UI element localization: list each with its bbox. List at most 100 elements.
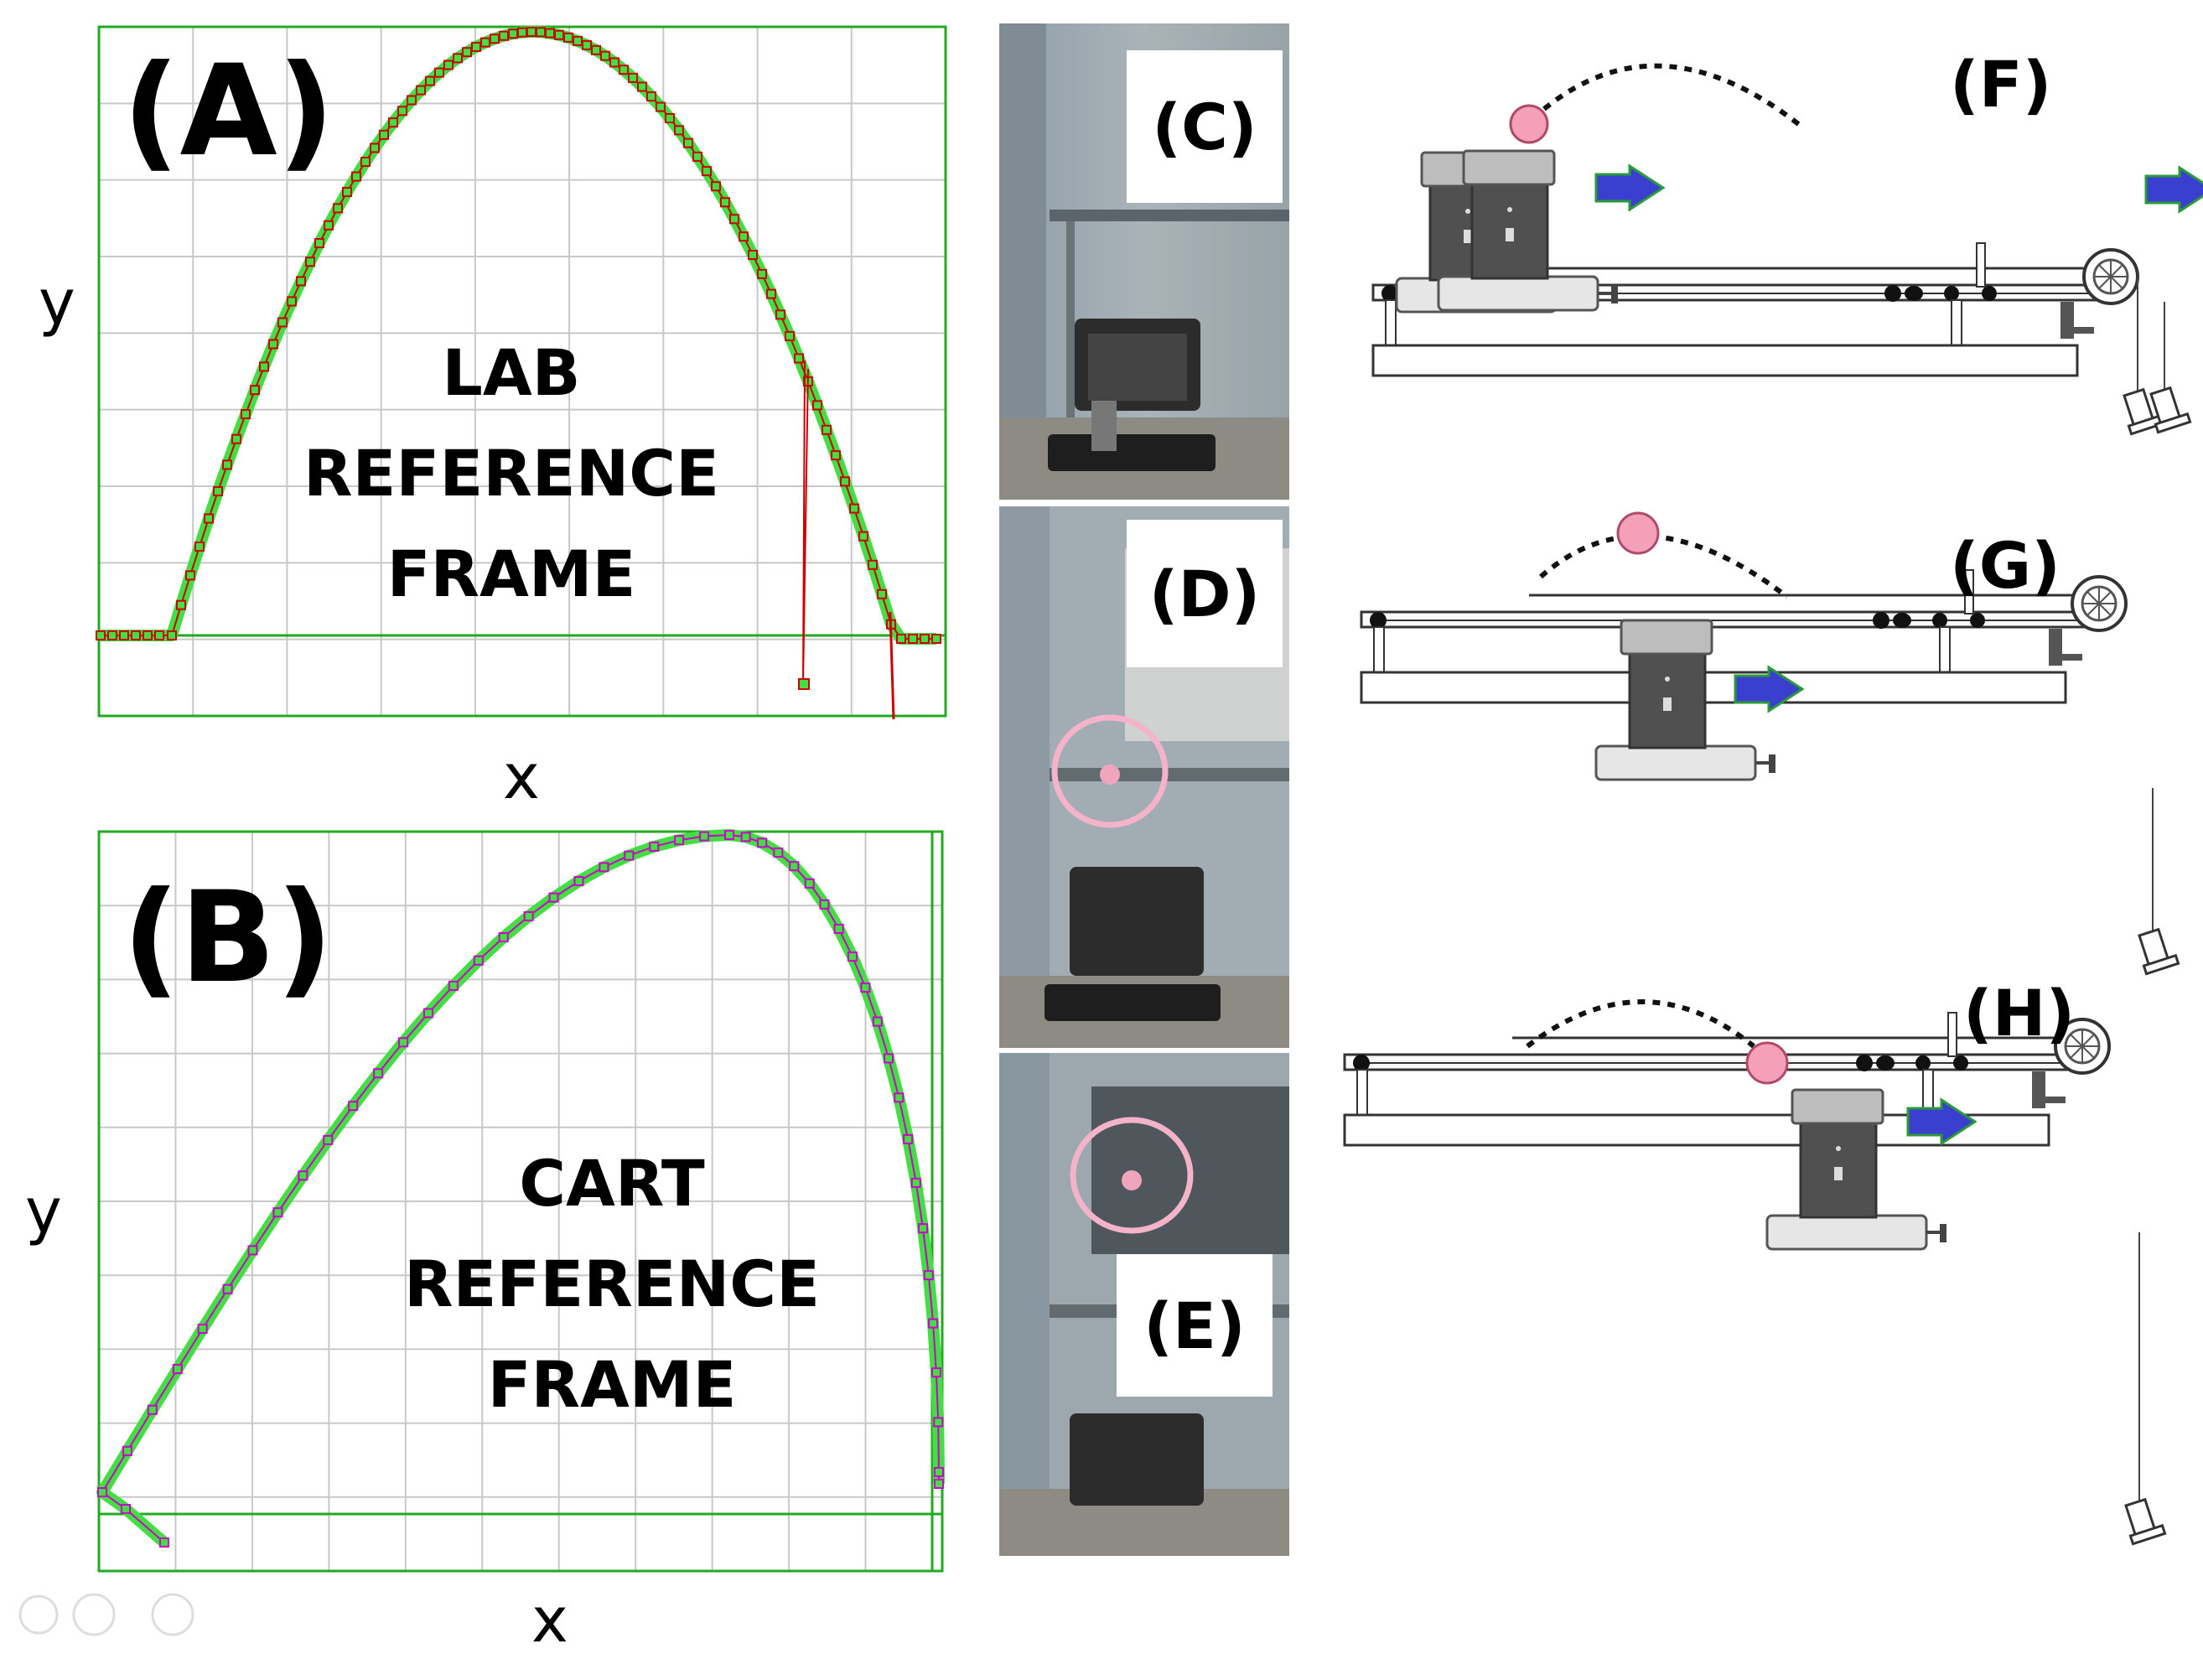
trajectory-marker xyxy=(422,1008,433,1019)
cart-frame-label: CART REFERENCE FRAME xyxy=(369,1133,855,1435)
panel-e-label-box: (E) xyxy=(1117,1254,1273,1397)
panel-d-label-box: (D) xyxy=(1127,520,1283,667)
launcher-icon xyxy=(1044,867,1221,1021)
panel-b-label: (B) xyxy=(122,865,334,1011)
trajectory-marker xyxy=(122,1445,132,1456)
trajectory-marker xyxy=(711,181,721,192)
trajectory-marker xyxy=(250,385,260,396)
plot-b xyxy=(18,829,945,1636)
trajectory-marker xyxy=(407,95,417,106)
lab-frame-label: LAB REFERENCE FRAME xyxy=(268,323,754,625)
trajectory-marker xyxy=(96,630,106,640)
trajectory-marker xyxy=(213,485,223,496)
trajectory-marker xyxy=(523,910,534,921)
trajectory-marker xyxy=(397,106,407,117)
hanging-weight-icon xyxy=(2138,927,2180,976)
trajectory-marker xyxy=(702,166,712,177)
trajectory-path-g xyxy=(1539,533,1789,599)
outlier-spike xyxy=(889,611,895,720)
photo-d: (D) xyxy=(999,506,1289,1048)
trajectory-marker xyxy=(434,67,444,78)
trajectory-marker xyxy=(305,257,315,267)
trajectory-marker xyxy=(917,1223,928,1234)
trajectory-marker xyxy=(858,531,868,542)
lab-frame-line-3: FRAME xyxy=(386,537,636,611)
trajectory-marker xyxy=(342,187,352,198)
trajectory-marker xyxy=(599,862,609,873)
trajectory-marker xyxy=(674,125,684,136)
trajectory-marker xyxy=(766,288,776,299)
launcher-icon xyxy=(1048,319,1216,471)
ball-highlight-circle xyxy=(1070,1117,1194,1234)
plot-a-xlabel: x xyxy=(503,741,540,813)
trajectory-marker xyxy=(448,980,459,991)
ball-icon xyxy=(1745,1041,1789,1085)
ball-icon xyxy=(1100,765,1120,785)
trajectory-marker xyxy=(789,861,800,872)
panel-a-label: (A) xyxy=(122,39,335,184)
lab-trajectory xyxy=(96,26,941,720)
ball-highlight-circle xyxy=(1051,714,1169,828)
trajectory-marker xyxy=(831,450,841,461)
hanging-weight-icon xyxy=(2124,1497,2167,1546)
trajectory-marker xyxy=(699,831,710,842)
trajectory-marker xyxy=(739,231,749,242)
trajectory-marker xyxy=(930,1367,941,1378)
trajectory-marker xyxy=(272,1207,283,1218)
trajectory-marker xyxy=(287,296,297,307)
cart-frame-line-1: CART xyxy=(519,1146,705,1221)
trajectory-marker xyxy=(348,1101,359,1112)
trajectory-marker xyxy=(573,876,584,887)
trajectory-marker xyxy=(619,65,629,75)
trajectory-marker xyxy=(425,75,435,86)
trajectory-marker xyxy=(868,559,878,570)
trajectory-marker xyxy=(600,50,610,61)
trajectory-marker xyxy=(462,47,472,58)
trajectory-marker xyxy=(398,1037,409,1048)
trajectory-marker xyxy=(740,832,751,843)
photo-e: (E) xyxy=(999,1053,1289,1556)
trajectory-marker xyxy=(624,850,635,861)
trajectory-marker xyxy=(333,203,343,214)
trajectory-marker xyxy=(692,151,702,162)
trajectory-marker xyxy=(204,513,214,524)
trajectory-marker xyxy=(231,433,241,444)
trajectory-marker xyxy=(323,1134,334,1145)
ball-icon xyxy=(1122,1170,1142,1190)
trajectory-marker xyxy=(923,1270,934,1281)
trajectory-marker xyxy=(928,1318,939,1329)
trajectory-marker xyxy=(720,197,730,208)
trajectory-marker xyxy=(119,630,129,640)
trajectory-marker xyxy=(646,91,656,102)
trajectory-marker xyxy=(197,1324,208,1335)
trajectory-marker xyxy=(674,835,685,846)
trajectory-marker xyxy=(785,330,795,341)
faded-controls xyxy=(18,1593,194,1636)
trajectory-marker xyxy=(931,634,941,644)
trajectory-marker xyxy=(147,1404,158,1415)
trajectory-marker xyxy=(910,1177,921,1188)
trajectory-marker xyxy=(222,459,232,470)
trajectory-marker xyxy=(194,541,205,552)
trajectory-marker xyxy=(822,424,832,435)
cart-frame-line-2: REFERENCE xyxy=(403,1247,820,1321)
trajectory-marker xyxy=(757,268,767,279)
trajectory-marker xyxy=(159,1537,169,1548)
trajectory-marker xyxy=(154,630,164,640)
launcher-icon xyxy=(1070,1413,1204,1506)
panel-e-label: (E) xyxy=(1143,1288,1246,1363)
lab-frame-line-2: REFERENCE xyxy=(303,436,719,511)
trajectory-marker xyxy=(97,1487,107,1497)
plot-b-ylabel: y xyxy=(25,1175,62,1247)
trajectory-marker xyxy=(373,1068,384,1079)
trajectory-marker xyxy=(131,630,141,640)
trajectory-marker xyxy=(314,238,324,249)
plot-b-xlabel: x xyxy=(531,1584,568,1657)
trajectory-marker xyxy=(176,599,186,610)
cart-trajectory xyxy=(96,829,945,1548)
plot-a xyxy=(96,25,947,720)
trajectory-marker xyxy=(877,589,887,599)
trajectory-marker xyxy=(591,44,601,55)
lab-frame-line-1: LAB xyxy=(442,335,581,410)
